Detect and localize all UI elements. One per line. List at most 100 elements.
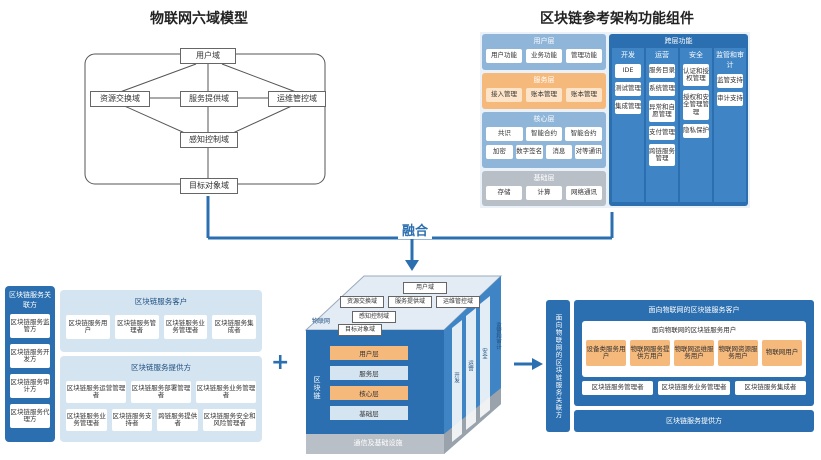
bc-col-ops-item: 系统管理 [649,82,675,96]
bc-core-item: 加密 [486,145,513,159]
partner-panel: 区块链服务关联方 区块链服务监管方 区块链服务开发方 区块链服务审计方 区块链服… [5,286,55,442]
bc-service-layer: 服务层 接入管理 账本管理 账本管理 [482,73,606,109]
bc-col-dev-item: 测试管理 [615,82,641,96]
bc-col-ops-head: 运营 [655,51,669,59]
cube-side-ops: 运营 [467,360,473,371]
bc-base-item: 存储 [486,186,522,200]
iot-mgmt-item: 区块链服务集成者 [734,381,806,395]
cube-side-sec: 安全 [481,348,487,359]
cube-iot-label: 物联网 [312,318,331,325]
provider-title: 区块链服务提供方 [131,363,191,372]
iot-mgmt-item: 区块链服务管理者 [582,381,654,395]
partner-item: 区块链服务代理方 [10,404,50,428]
bc-col-audit-head: 监管和审计 [716,51,744,69]
iot-user-item: 物联网运维服务用户 [674,340,714,366]
bc-user-layer: 用户层 用户功能 业务功能 管理功能 [482,34,606,70]
bc-col-sec-item: 隐私保护 [683,124,709,138]
cube-blockchain-label: 区块链 [313,376,321,400]
bc-col-dev-head: 开发 [621,51,635,59]
cube-layer-base: 基础层 [330,406,408,420]
iot-user-item: 物联网资源服务用户 [718,340,758,366]
partner-item: 区块链服务审计方 [10,374,50,398]
bc-col-audit: 监管和审计 监管支持 审计支持 [714,48,746,202]
iot-user-item: 物联网用户 [762,340,802,366]
iot-provider-panel: 区块链服务提供方 [574,410,814,432]
fusion-label: 融合 [398,220,433,239]
iot-mgmt-item: 区块链服务业务管理者 [658,381,730,395]
plus-sign: + [271,350,290,375]
bc-base-item: 网络通讯 [566,186,602,200]
iot-customer-title: 面向物联网的区块链服务客户 [648,306,740,314]
bc-base-layer: 基础层 存储 计算 网络通讯 [482,171,606,206]
sensing-domain-box: 感知控制域 [180,132,238,148]
iot-provider-title: 区块链服务提供方 [666,417,722,425]
provider-panel: 区块链服务提供方 区块链服务运营管理者 区块链服务部署管理者 区块链服务业务管理… [60,356,262,442]
bc-col-audit-item: 审计支持 [717,92,743,106]
bc-col-sec-head: 安全 [689,51,703,59]
iot-model-title: 物联网六域模型 [150,11,248,27]
bc-user-layer-title: 用户层 [533,37,555,45]
customer-title: 区块链服务客户 [134,297,188,306]
bc-cross-title: 跨层功能 [664,37,693,45]
bc-col-ops-item: 服务目录 [649,64,675,78]
iot-user-box: 面向物联网的区块链服务用户 设备类服务用户 物联网服务提供方用户 物联网运维服务… [582,321,806,377]
bc-core-item: 智能合约 [525,127,563,141]
bc-core-layer-title: 核心层 [533,115,555,123]
iot-user-item: 设备类服务用户 [586,340,626,366]
cube-top-ops: 运维管控域 [436,296,480,308]
bc-col-audit-item: 监管支持 [717,74,743,88]
bc-user-item: 用户功能 [486,49,522,63]
provider-item: 跨链服务提供者 [157,409,199,431]
bc-user-item: 管理功能 [566,49,602,63]
bc-col-dev: 开发 IDE 测试管理 集成管理 [612,48,644,202]
resource-domain-box: 资源交换域 [90,91,150,107]
bc-core-item: 对等通讯 [575,145,602,159]
cube-top-service: 服务提供域 [388,296,432,308]
iot-user-item: 物联网服务提供方用户 [630,340,670,366]
customer-item: 区块链服务管理者 [114,315,159,339]
bc-col-ops-item: 支付管理 [649,126,675,140]
customer-item: 区块链服务集成者 [212,315,256,339]
bc-user-item: 业务功能 [526,49,562,63]
bc-service-item: 账本管理 [566,88,602,102]
partner-item: 区块链服务监管方 [10,314,50,338]
cube-layer-core: 核心层 [330,386,408,400]
customer-item: 区块链服务用户 [66,315,110,339]
bc-col-ops-item: 跨链服务管理 [649,144,675,166]
partner-item: 区块链服务开发方 [10,344,50,368]
bc-service-layer-title: 服务层 [533,76,555,84]
right-arrow-icon [514,358,543,370]
bc-col-dev-item: 集成管理 [615,100,641,114]
partner-title: 区块链服务关联方 [9,291,51,309]
bc-service-item: 接入管理 [486,88,522,102]
service-domain-box: 服务提供域 [180,91,238,107]
provider-item: 区块链服务业务管理者 [196,381,256,403]
bc-core-item: 智能合约 [565,127,603,141]
bc-col-sec-item: 认证和授权管理 [683,64,709,86]
cube-side-audit: 监管和审计 [495,322,501,350]
bc-core-item: 共识 [486,127,523,141]
cube-side-dev: 开发 [453,372,459,383]
cube-top-sensing: 感知控制域 [352,311,396,323]
customer-panel: 区块链服务客户 区块链服务用户 区块链服务管理者 区块链服务业务管理者 区块链服… [60,290,262,352]
cube-bottom-label: 通信及基础设施 [353,439,403,447]
bc-core-item: 数字签名 [515,145,543,159]
cube-top-target: 目标对象域 [338,324,382,336]
ops-domain-box: 运维管控域 [268,91,326,107]
provider-item: 区块链服务业务管理者 [66,409,107,431]
bc-base-layer-title: 基础层 [533,174,555,182]
iot-customer-panel: 面向物联网的区块链服务客户 面向物联网的区块链服务用户 设备类服务用户 物联网服… [574,300,814,406]
cube-top-user: 用户域 [403,282,447,294]
cube-layer-service: 服务层 [330,366,408,380]
user-domain-box: 用户域 [180,48,236,64]
bc-col-sec-item: 授权和安全管理管理 [683,90,709,120]
provider-item: 区块链服务运营管理者 [66,381,126,403]
bc-ref-title: 区块链参考架构功能组件 [540,11,694,27]
iot-partner-side: 面向物联网的区块链服务关联方 [546,300,570,432]
provider-item: 区块链服务部署管理者 [131,381,191,403]
iot-partner-side-label: 面向物联网的区块链服务关联方 [554,313,562,419]
bc-core-item: 消息 [545,145,573,159]
iot-user-box-title: 面向物联网的区块链服务用户 [651,326,737,334]
customer-item: 区块链服务业务管理者 [163,315,208,339]
cube-layer-user: 用户层 [330,346,408,360]
